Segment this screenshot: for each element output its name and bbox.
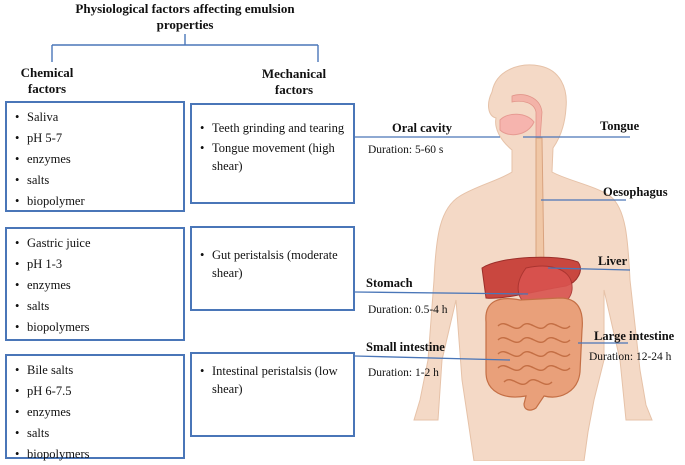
mechanical-box-mouth: Teeth grinding and tearing Tongue moveme…	[190, 103, 355, 204]
list-item: enzymes	[15, 402, 177, 423]
chemical-box-intestine: Bile salts pH 6-7.5 enzymes salts biopol…	[5, 354, 185, 465]
label-oral-cavity: Oral cavity	[392, 121, 453, 135]
mechanical-column-heading: Mechanical factors	[261, 66, 327, 97]
list-item: enzymes	[15, 275, 177, 296]
list-item: enzymes	[15, 149, 177, 170]
connector-liver	[547, 267, 631, 271]
list-item: Bile salts	[15, 360, 177, 381]
label-small-intestine: Small intestine	[366, 340, 445, 354]
chemical-box-mouth: Saliva pH 5-7 enzymes salts biopolymer	[5, 101, 185, 212]
title-bracket	[51, 34, 319, 62]
list-item: pH 1-3	[15, 254, 177, 275]
label-oesophagus: Oesophagus	[603, 185, 668, 199]
list-item: pH 6-7.5	[15, 381, 177, 402]
list-item: pH 5-7	[15, 128, 177, 149]
list-item: Teeth grinding and tearing	[200, 119, 347, 137]
mechanical-box-stomach: Gut peristalsis (moderate shear)	[190, 226, 355, 311]
human-body-illustration	[413, 64, 653, 461]
duration-small-intestine: Duration: 1-2 h	[368, 367, 439, 379]
list-item: salts	[15, 170, 177, 191]
list-item: biopolymer	[15, 191, 177, 212]
list-item: Tongue movement (high shear)	[200, 139, 347, 175]
oral-cavity-shape	[499, 113, 535, 136]
duration-stomach: Duration: 0.5-4 h	[368, 304, 448, 316]
list-item: Intestinal peristalsis (low shear)	[200, 362, 347, 398]
diagram-title: Physiological factors affecting emulsion…	[75, 1, 295, 32]
list-item: Gastric juice	[15, 233, 177, 254]
duration-large-intestine: Duration: 12-24 h	[589, 351, 672, 363]
list-item: biopolymers	[15, 444, 177, 465]
chemical-column-heading: Chemical factors	[20, 65, 74, 96]
connector-stomach	[354, 291, 529, 295]
label-stomach: Stomach	[366, 276, 413, 290]
list-item: salts	[15, 296, 177, 317]
duration-oral-cavity: Duration: 5-60 s	[368, 144, 444, 156]
oesophagus-shape	[535, 137, 545, 269]
mechanical-box-intestine: Intestinal peristalsis (low shear)	[190, 352, 355, 437]
small-intestine-coils	[497, 323, 571, 385]
list-item: Gut peristalsis (moderate shear)	[200, 246, 347, 282]
label-large-intestine: Large intestine	[594, 329, 675, 343]
label-tongue: Tongue	[600, 119, 640, 133]
label-liver: Liver	[598, 254, 628, 268]
list-item: salts	[15, 423, 177, 444]
list-item: biopolymers	[15, 317, 177, 338]
chemical-box-stomach: Gastric juice pH 1-3 enzymes salts biopo…	[5, 227, 185, 341]
connector-lines	[354, 136, 631, 361]
list-item: Saliva	[15, 107, 177, 128]
connector-small-intestine	[354, 355, 511, 361]
